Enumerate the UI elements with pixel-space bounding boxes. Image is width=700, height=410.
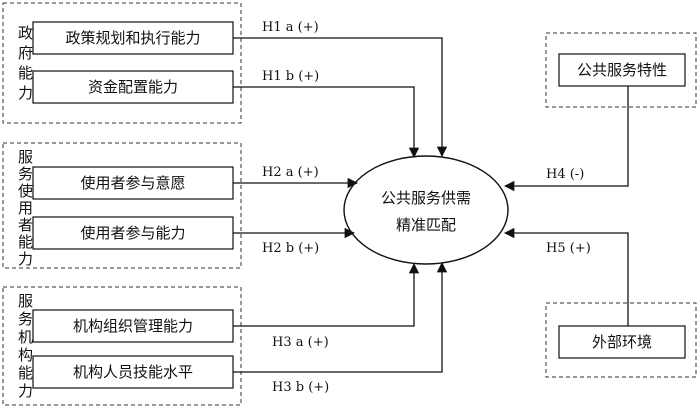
group-user-frame bbox=[2, 142, 242, 269]
box-ability-frame bbox=[32, 216, 234, 250]
arrow-h5 bbox=[503, 227, 629, 326]
box-skill: 机构人员技能水平 bbox=[73, 363, 193, 381]
center-outcome-ellipse bbox=[343, 155, 509, 265]
box-public-features-frame bbox=[558, 53, 686, 87]
label-h4: H4 (-) bbox=[546, 167, 584, 182]
label-h2b: H2 b (+) bbox=[262, 241, 319, 256]
label-h1a: H1 a (+) bbox=[262, 20, 319, 35]
label-h3b: H3 b (+) bbox=[272, 380, 329, 395]
box-ability: 使用者参与能力 bbox=[80, 224, 185, 242]
label-h5: H5 (+) bbox=[546, 241, 591, 256]
box-mgmt: 机构组织管理能力 bbox=[73, 317, 193, 335]
arrow-h1b bbox=[233, 86, 420, 159]
box-resource-frame bbox=[32, 70, 234, 104]
label-h1b: H1 b (+) bbox=[262, 69, 319, 84]
group-user-title: 服 务 使 用 者 能 力 bbox=[18, 148, 38, 268]
box-public-features: 公共服务特性 bbox=[577, 61, 667, 79]
group-gov-frame bbox=[2, 2, 242, 124]
center-outcome-line1: 公共服务供需 bbox=[381, 189, 471, 207]
box-external-env-frame bbox=[558, 325, 686, 359]
label-h2a: H2 a (+) bbox=[262, 165, 319, 180]
box-willing-frame bbox=[32, 166, 234, 200]
box-skill-frame bbox=[32, 355, 234, 389]
arrow-h3a bbox=[233, 262, 420, 327]
arrow-h3b bbox=[233, 261, 448, 373]
arrow-h4 bbox=[503, 86, 629, 192]
group-org-title: 服 务 机 构 能 力 bbox=[18, 292, 38, 400]
group-org-frame bbox=[2, 286, 242, 406]
label-h3a: H3 a (+) bbox=[272, 335, 329, 350]
box-willing: 使用者参与意愿 bbox=[80, 174, 185, 192]
group-gov-title: 政 府 能 力 bbox=[18, 24, 38, 102]
box-external-env: 外部环境 bbox=[592, 333, 652, 351]
arrow-h1a bbox=[233, 37, 448, 158]
center-outcome-line2: 精准匹配 bbox=[396, 216, 456, 234]
box-resource: 资金配置能力 bbox=[88, 78, 178, 96]
box-policy: 政策规划和执行能力 bbox=[65, 29, 200, 47]
